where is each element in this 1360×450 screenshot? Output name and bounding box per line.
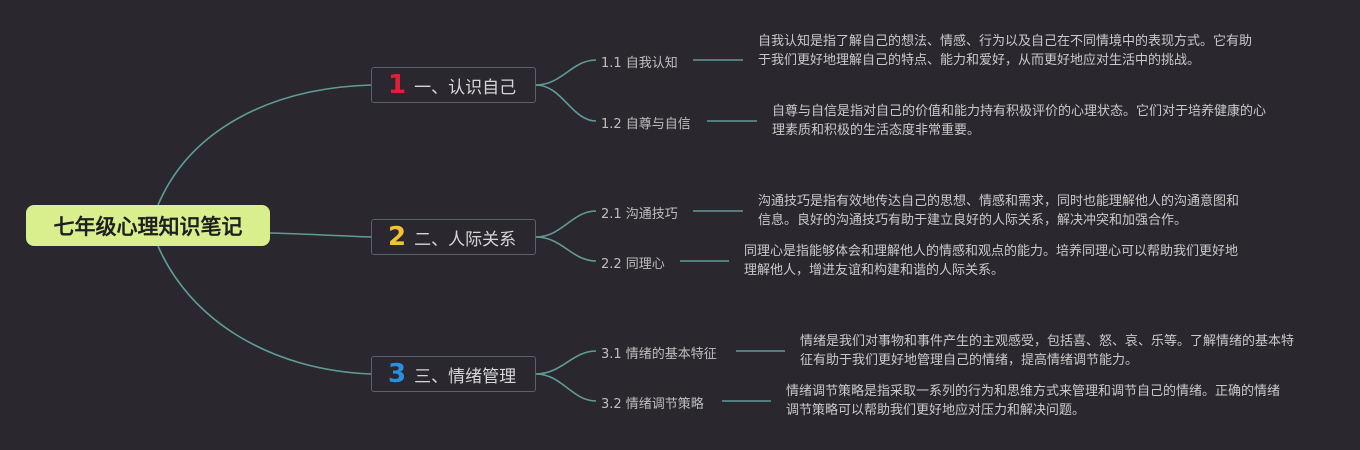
- topic-label-3: 三、情绪管理: [414, 366, 517, 387]
- description-3-2: 情绪调节策略是指采取一系列的行为和思维方式来管理和调节自己的情绪。正确的情绪调节…: [786, 384, 1281, 418]
- topic-label-1: 一、认识自己: [414, 77, 517, 98]
- root-title: 七年级心理知识笔记: [53, 214, 243, 239]
- link-topic-1-sub-1: [535, 59, 597, 86]
- description-2-2: 同理心是指能够体会和理解他人的情感和观点的能力。培养同理心可以帮助我们更好地理解…: [744, 244, 1239, 278]
- subtopic-3-1[interactable]: 3.1 情绪的基本特征: [601, 347, 717, 362]
- link-topic-3-sub-2: [535, 373, 597, 402]
- topic-node-2[interactable]: 2 二、人际关系: [371, 219, 536, 255]
- link-root-topic-1: [157, 84, 372, 206]
- description-1-1: 自我认知是指了解自己的想法、情感、行为以及自己在不同情境中的表现方式。它有助于我…: [758, 34, 1253, 68]
- subtopic-2-1[interactable]: 2.1 沟通技巧: [601, 207, 678, 222]
- topic-node-3[interactable]: 3 三、情绪管理: [371, 356, 536, 392]
- subtopic-1-1[interactable]: 1.1 自我认知: [601, 56, 678, 71]
- link-topic-3-sub-1: [535, 350, 597, 375]
- subtopic-2-2[interactable]: 2.2 同理心: [601, 257, 665, 272]
- topic-number-3: 3: [388, 359, 407, 389]
- link-root-topic-2: [269, 232, 372, 238]
- topic-label-2: 二、人际关系: [414, 229, 517, 250]
- link-topic-2-sub-1: [535, 210, 597, 238]
- topic-number-2: 2: [388, 222, 407, 252]
- topic-number-1: 1: [388, 70, 407, 100]
- topic-node-1[interactable]: 1 一、认识自己: [371, 67, 536, 103]
- description-1-2: 自尊与自信是指对自己的价值和能力持有积极评价的心理状态。它们对于培养健康的心理素…: [772, 104, 1267, 138]
- description-3-1: 情绪是我们对事物和事件产生的主观感受，包括喜、怒、哀、乐等。了解情绪的基本特征有…: [800, 334, 1295, 368]
- subtopic-3-2[interactable]: 3.2 情绪调节策略: [601, 397, 704, 412]
- root-node[interactable]: 七年级心理知识笔记: [26, 205, 270, 246]
- link-root-topic-3: [157, 245, 372, 375]
- link-topic-2-sub-2: [535, 236, 597, 262]
- link-topic-1-sub-2: [535, 84, 597, 122]
- description-2-1: 沟通技巧是指有效地传达自己的思想、情感和需求，同时也能理解他人的沟通意图和信息。…: [758, 194, 1240, 228]
- subtopic-1-2[interactable]: 1.2 自尊与自信: [601, 117, 691, 132]
